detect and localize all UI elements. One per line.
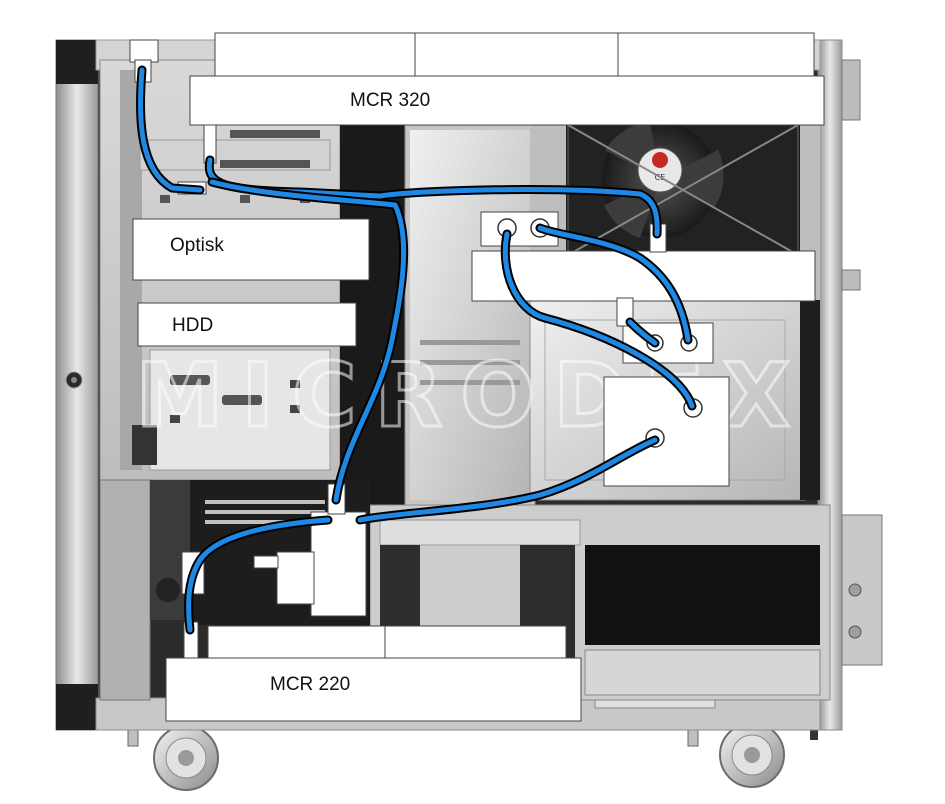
tube-res-to-gpu: [502, 231, 695, 409]
panels: [129, 32, 825, 722]
radiator-top: [189, 75, 825, 126]
cpu-block-side: [276, 551, 315, 605]
radiator-top-fan-3: [617, 32, 815, 77]
gpu-block: [603, 376, 730, 487]
tube-pump-to-gpu: [627, 319, 658, 346]
radiator-top-fan-1: [214, 32, 416, 77]
radiator-top-label: MCR 320: [350, 90, 431, 111]
optical-drive-box: [132, 218, 370, 281]
radiator-top-fan-2: [414, 32, 619, 77]
tube-gpu-to-cpu: [357, 437, 658, 523]
tubing: [136, 65, 697, 635]
radiator-bottom-fan-1: [207, 625, 386, 659]
cpu-block: [310, 511, 367, 617]
radiator-bottom-label: MCR 220: [270, 674, 351, 695]
radiator-bottom: [165, 657, 582, 722]
tube-res-to-pump: [537, 225, 691, 343]
tube-drives-to-cpu: [209, 179, 407, 503]
hdd-box: [137, 302, 357, 347]
tube-cpu-to-bottom-rad: [186, 517, 331, 633]
optical-drive-label: Optisk: [170, 235, 224, 256]
hdd-label: HDD: [172, 315, 214, 336]
rear-fan: CE: [567, 122, 799, 256]
tube-top-rad-to-drives: [138, 67, 203, 193]
radiator-bottom-fan-2: [384, 625, 567, 659]
